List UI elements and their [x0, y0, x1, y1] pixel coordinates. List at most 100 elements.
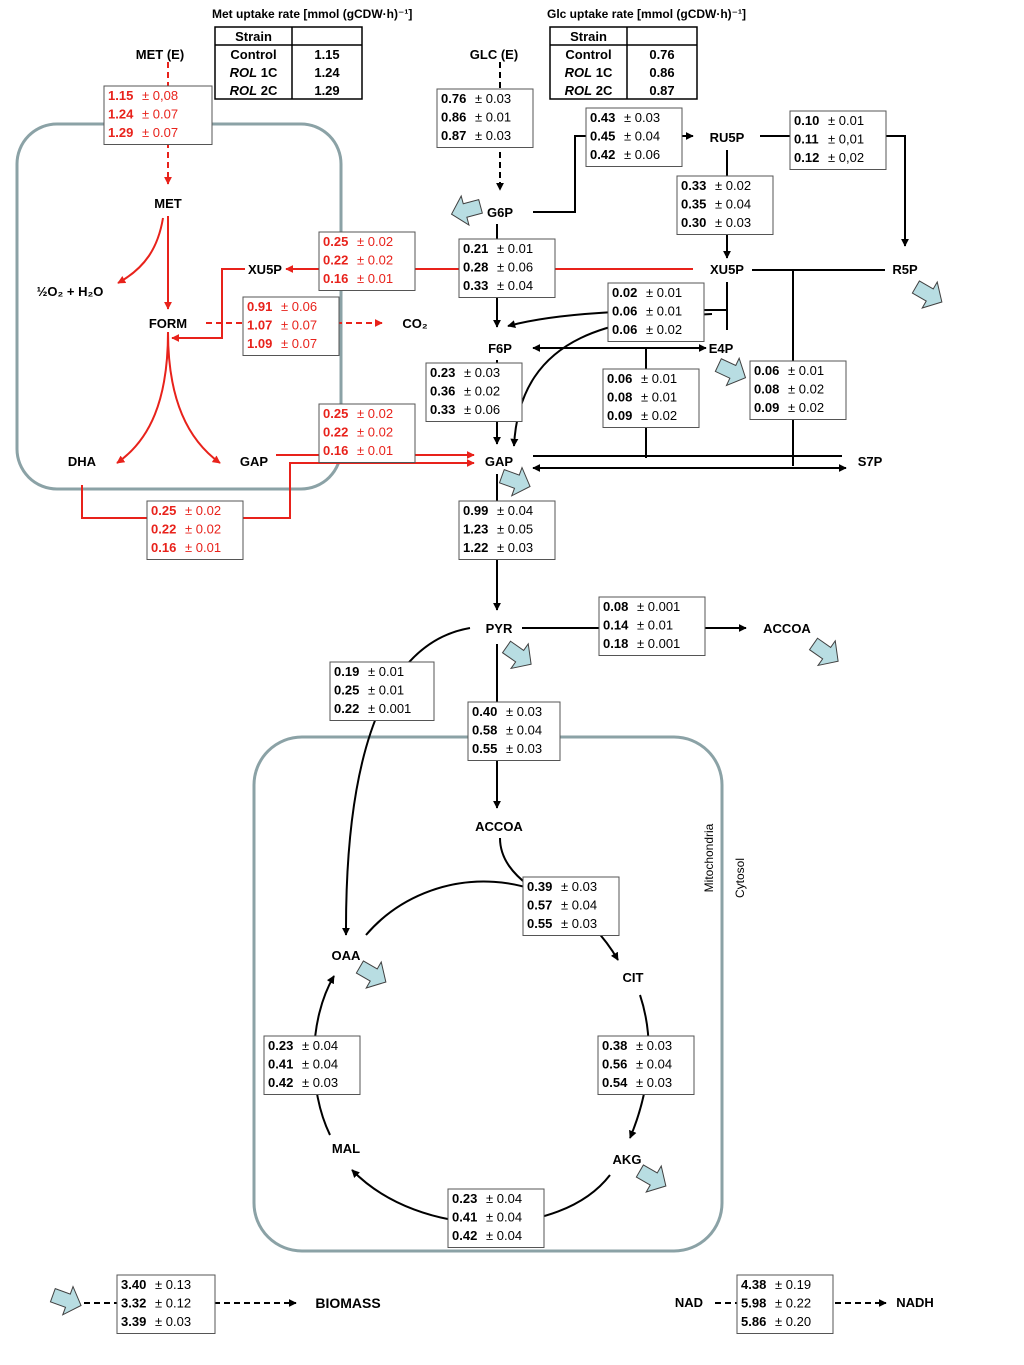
flux-error: ± 0.04: [506, 723, 542, 738]
flux-value: 0.55: [472, 741, 497, 756]
uptake-table-value: 1.15: [314, 47, 339, 62]
e4p-label: E4P: [709, 341, 734, 356]
flux-box-frame: [263, 1035, 361, 1095]
flux-error: ± 0.03: [475, 128, 511, 143]
flux-box-form-co2: 0.91± 0.061.07± 0.071.09± 0.07: [242, 296, 340, 356]
flux-value: 0.87: [441, 128, 466, 143]
flux-error: ± 0.02: [357, 425, 393, 440]
flux-box-frame: [318, 403, 416, 463]
met-label: MET: [154, 196, 182, 211]
flux-box-frame: [789, 110, 887, 170]
flux-value: 0.99: [463, 503, 488, 518]
flux-error: ± 0.02: [788, 400, 824, 415]
flux-value: 0.33: [681, 178, 706, 193]
gap-label: GAP: [485, 454, 514, 469]
flux-value: 0.08: [607, 390, 632, 405]
flux-error: ± 0.04: [486, 1210, 522, 1225]
flux-value: 1.09: [247, 336, 272, 351]
flux-value: 0.06: [612, 322, 637, 337]
dha-label: DHA: [68, 454, 97, 469]
flux-error: ± 0.07: [281, 318, 317, 333]
flux-box-g6p-ru5p: 0.43± 0.030.45± 0.040.42± 0.06: [585, 107, 683, 167]
flux-value: 0.23: [430, 365, 455, 380]
flux-box-frame: [585, 107, 683, 167]
flux-error: ± 0.03: [561, 916, 597, 931]
flux-value: 0.30: [681, 215, 706, 230]
flux-value: 0.42: [452, 1228, 477, 1243]
flux-box-akg-mal: 0.23± 0.040.41± 0.040.42± 0.04: [447, 1188, 545, 1248]
flux-value: 0.09: [607, 408, 632, 423]
nad-label: NAD: [675, 1295, 703, 1310]
mitochondria-label: Mitochondria: [702, 823, 716, 892]
flux-error: ± 0.03: [624, 110, 660, 125]
flux-error: ± 0.03: [302, 1075, 338, 1090]
flux-error: ± 0,01: [828, 132, 864, 147]
drain-arrow-icon: [498, 466, 531, 497]
flux-value: 0.09: [754, 400, 779, 415]
flux-box-frame: [146, 500, 244, 560]
gap-perox-label: GAP: [240, 454, 269, 469]
flux-error: ± 0.02: [715, 178, 751, 193]
flux-value: 0.39: [527, 879, 552, 894]
flux-error: ± 0.04: [497, 278, 533, 293]
uptake-table-header: Strain: [570, 29, 607, 44]
flux-error: ± 0.03: [506, 741, 542, 756]
flux-error: ± 0.001: [637, 636, 680, 651]
flux-error: ± 0.03: [506, 704, 542, 719]
flux-value: 0.33: [430, 402, 455, 417]
flux-error: ± 0.04: [624, 129, 660, 144]
drain-arrow-icon: [355, 960, 387, 989]
flux-value: 0.22: [151, 522, 176, 537]
flux-value: 0.45: [590, 129, 615, 144]
co2-label: CO₂: [402, 316, 428, 331]
flux-error: ± 0.04: [715, 197, 751, 212]
r5p-label: R5P: [892, 262, 918, 277]
flux-box-tkt2: 0.06± 0.010.08± 0.020.09± 0.02: [749, 360, 847, 420]
uptake-table-header: Strain: [235, 29, 272, 44]
uptake-table-met: Met uptake rate [mmol (gCDW·h)⁻¹]StrainC…: [212, 7, 412, 100]
flux-error: ± 0.02: [357, 253, 393, 268]
flux-value: 0.91: [247, 299, 272, 314]
flux-error: ± 0.01: [828, 113, 864, 128]
akg-label: AKG: [613, 1152, 642, 1167]
flux-error: ± 0.03: [155, 1314, 191, 1329]
flux-box-g6p-f6p: 0.21± 0.010.28± 0.060.33± 0.04: [458, 238, 556, 298]
uptake-table-value: 0.76: [649, 47, 674, 62]
flux-error: ± 0.22: [775, 1296, 811, 1311]
flux-value: 0.25: [151, 503, 176, 518]
drain-arrow-icon: [450, 194, 483, 227]
flux-value: 1.15: [108, 88, 133, 103]
flux-box-gap-pyr: 0.99± 0.041.23± 0.051.22± 0.03: [458, 500, 556, 560]
flux-value: 0.38: [602, 1038, 627, 1053]
uptake-table-strain: ROL 2C: [565, 83, 613, 98]
flux-value: 0.10: [794, 113, 819, 128]
flux-box-tal: 0.06± 0.010.08± 0.010.09± 0.02: [602, 368, 700, 428]
f6p-label: F6P: [488, 341, 512, 356]
uptake-tables: Met uptake rate [mmol (gCDW·h)⁻¹]StrainC…: [212, 7, 746, 100]
cit-label: CIT: [623, 970, 644, 985]
flux-error: ± 0.05: [497, 522, 533, 537]
flux-box-mal-oaa: 0.23± 0.040.41± 0.040.42± 0.03: [263, 1035, 361, 1095]
nadh-label: NADH: [896, 1295, 934, 1310]
met-to-o2-arrow: [117, 217, 164, 284]
flux-value: 0.22: [323, 253, 348, 268]
uptake-table-glc: Glc uptake rate [mmol (gCDW·h)⁻¹]StrainC…: [547, 7, 746, 100]
flux-value: 0.23: [268, 1038, 293, 1053]
flux-value: 0.42: [268, 1075, 293, 1090]
flux-value: 1.23: [463, 522, 488, 537]
uptake-table-title: Met uptake rate [mmol (gCDW·h)⁻¹]: [212, 7, 412, 21]
flux-box-met-uptake: 1.15± 0,081.24± 0.071.29± 0.07: [103, 85, 213, 145]
flux-box-tkt1: 0.02± 0.010.06± 0.010.06± 0.02: [607, 282, 705, 342]
flux-error: ± 0.03: [636, 1038, 672, 1053]
flux-box-pyr-accoa-mit: 0.40± 0.030.58± 0.040.55± 0.03: [467, 701, 561, 761]
flux-error: ± 0.02: [185, 522, 221, 537]
flux-value: 0.21: [463, 241, 488, 256]
flux-box-frame: [318, 231, 416, 291]
drain-arrow-icon: [714, 356, 747, 387]
uptake-table-frame: [214, 26, 363, 100]
flux-box-ru5p-xu5p: 0.33± 0.020.35± 0.040.30± 0.03: [676, 175, 774, 235]
flux-value: 0.22: [334, 701, 359, 716]
flux-error: ± 0.03: [464, 365, 500, 380]
